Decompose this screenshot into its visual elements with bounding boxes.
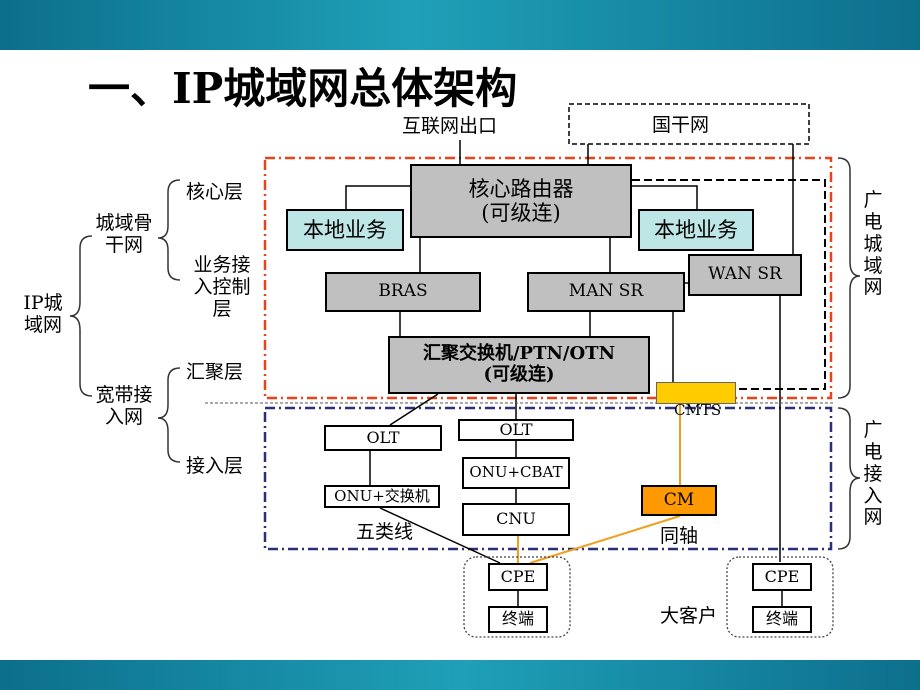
core-router-node: 核心路由器 (可级连) [410,164,632,238]
access-network-region [263,406,833,551]
top-banner [0,0,920,50]
brace-ip-metro [69,235,93,397]
page-title: 一、IP城域网总体架构 [88,64,518,113]
cm-node: CM [641,485,717,516]
aggregation-switch-note: (可级连) [483,364,555,385]
broadband-access-label: 宽带接入网 [95,384,153,428]
terminal-right-node: 终端 [752,606,812,633]
brace-metro-backbone [157,179,181,281]
ip-metro-label: IP城域网 [23,292,63,336]
home-customer-group [463,556,571,638]
onu-cbat-node: ONU+CBAT [462,457,570,489]
aggregation-switch-node: 汇聚交换机/PTN/OTN (可级连) [388,336,650,394]
olt-mid-node: OLT [458,419,574,441]
cmts-node [656,382,736,404]
internet-exit-label: 互联网出口 [402,115,498,137]
access-layer-label: 接入层 [186,455,244,477]
backbone-net-dashed-box [568,103,810,145]
brace-cable-access [837,407,861,550]
aggregation-layer-label: 汇聚层 [186,361,244,383]
core-router-note: (可级连) [481,201,561,225]
local-service-right-node: 本地业务 [638,209,754,251]
cmts-label: CMTS [674,401,722,419]
man-sr-node: MAN SR [527,272,685,312]
bottom-banner [0,660,920,690]
cat5-label: 五类线 [356,521,414,543]
bras-node: BRAS [325,272,481,312]
cpe-right-node: CPE [752,563,812,591]
aggregation-switch-title: 汇聚交换机/PTN/OTN [422,343,616,365]
cable-access-label: 广电接入网 [863,419,883,529]
metro-network-region [263,156,833,400]
brace-broadband-access [157,367,181,463]
core-router-title: 核心路由器 [468,176,574,201]
olt-left-node: OLT [324,425,442,451]
core-layer-label: 核心层 [186,181,244,203]
brace-cable-metro [837,157,861,399]
terminal-left-node: 终端 [488,606,548,633]
big-customer-label: 大客户 [660,605,718,627]
cable-metro-label: 广电城域网 [863,189,883,299]
metro-backbone-label: 城域骨干网 [95,212,153,256]
local-service-left-node: 本地业务 [286,209,404,251]
coax-label: 同轴 [660,525,699,547]
cpe-left-node: CPE [488,563,548,591]
service-access-layer-label: 业务接入控制层 [193,254,251,320]
backbone-net-label: 国干网 [652,114,710,136]
wan-sr-node: WAN SR [688,254,802,296]
onu-switch-node: ONU+交换机 [324,485,440,508]
cnu-node: CNU [462,503,570,536]
big-customer-group [726,556,834,638]
